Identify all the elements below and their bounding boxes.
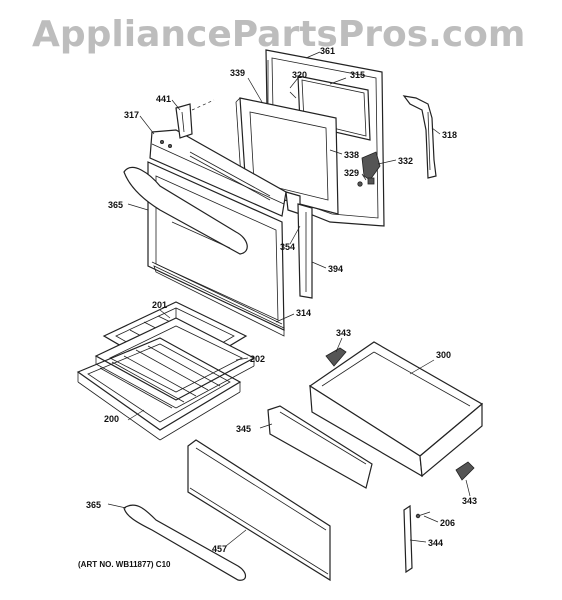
callout-332: 332 <box>398 156 414 166</box>
hinge-arm-icon <box>285 191 313 299</box>
leader-lines <box>107 51 471 547</box>
callout-338: 338 <box>344 150 360 160</box>
control-panel-icon <box>149 129 287 217</box>
callout-365-drawer: 365 <box>86 500 102 510</box>
drawer-slide-icon <box>325 347 347 367</box>
callout-339: 339 <box>230 68 246 78</box>
callout-317: 317 <box>124 110 140 120</box>
drawer-slide-icon <box>455 461 475 481</box>
callout-315: 315 <box>350 70 366 80</box>
latch-icon <box>357 151 381 187</box>
drawer-rail-icon <box>403 504 431 574</box>
callout-365-door: 365 <box>108 200 124 210</box>
watermark-text: AppliancePartsPros.com <box>32 14 526 55</box>
callout-300: 300 <box>436 350 452 360</box>
callout-206: 206 <box>440 518 456 528</box>
callout-343-top: 343 <box>336 328 352 338</box>
callout-441: 441 <box>156 94 172 104</box>
oven-rack-icon <box>76 337 242 441</box>
art-number-label: (ART NO. WB11877) C10 <box>78 560 171 569</box>
callout-201: 201 <box>152 300 168 310</box>
handle-icon <box>123 504 247 581</box>
callout-394: 394 <box>328 264 344 274</box>
callout-318: 318 <box>442 130 458 140</box>
callout-344: 344 <box>428 538 444 548</box>
callout-457: 457 <box>212 544 228 554</box>
callout-200: 200 <box>104 414 120 424</box>
callout-202: 202 <box>250 354 266 364</box>
callout-320: 320 <box>292 70 308 80</box>
callout-314: 314 <box>296 308 312 318</box>
callout-343-bottom: 343 <box>462 496 478 506</box>
drawer-box-icon <box>308 341 484 478</box>
bracket-icon <box>175 99 215 139</box>
drawer-inner-panel-icon <box>267 405 373 489</box>
callout-345: 345 <box>236 424 252 434</box>
drawer-front-icon <box>187 439 331 582</box>
hinge-icon <box>402 95 437 179</box>
broiler-tray-icon <box>94 317 256 409</box>
oven-door-icon <box>123 161 285 337</box>
callout-354: 354 <box>280 242 296 252</box>
callout-329: 329 <box>344 168 360 178</box>
callout-361: 361 <box>320 46 336 56</box>
